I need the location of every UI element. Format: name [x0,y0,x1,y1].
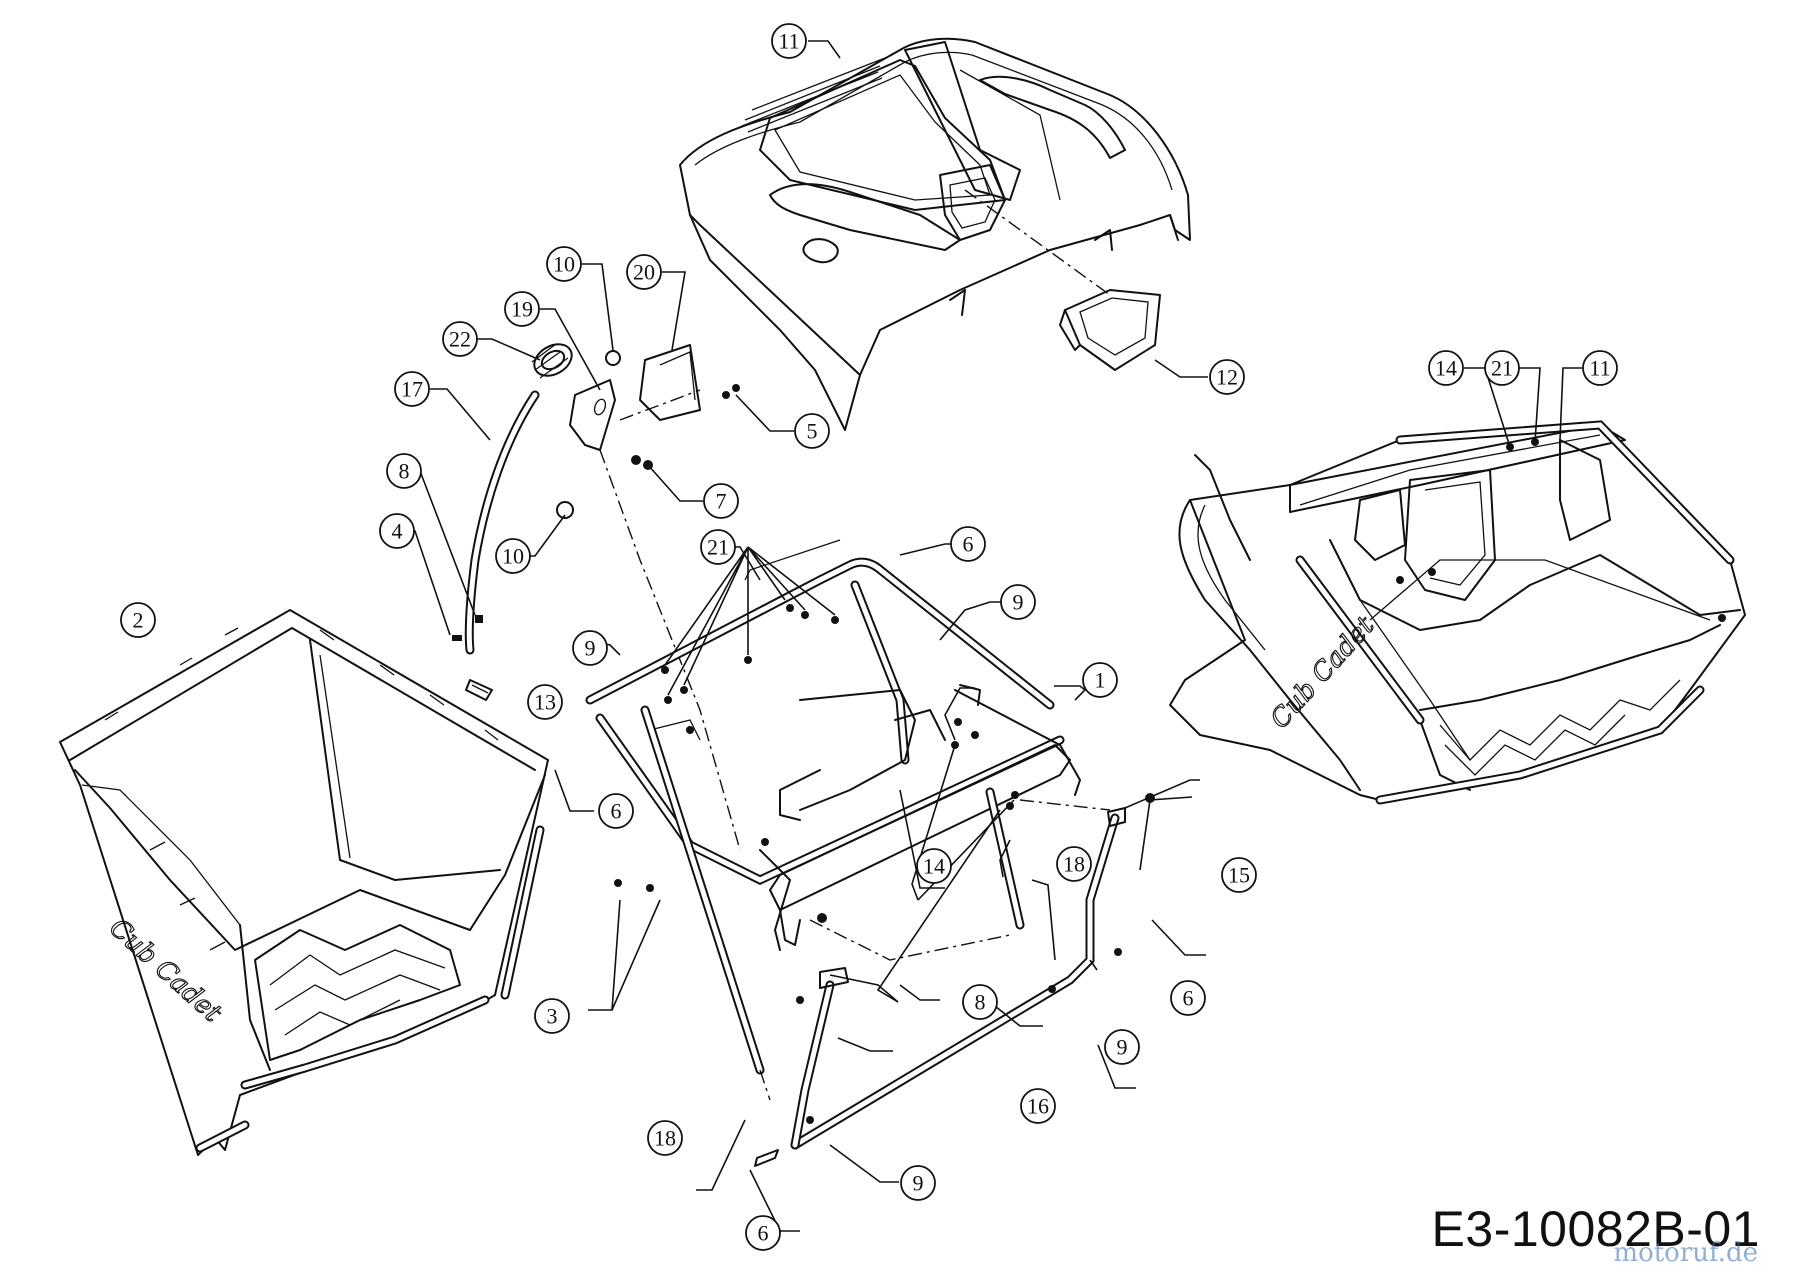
callout-1: 1 [1082,662,1118,698]
bracket-part-19 [569,379,616,451]
part-callouts: 11 12 14 21 11 10 20 19 22 17 8 4 10 5 7… [120,23,1618,1251]
frame-fasteners [614,604,1122,1004]
svg-text:16: 16 [1027,1094,1049,1119]
svg-text:14: 14 [923,854,945,879]
clip-part-10 [556,501,574,519]
cover-plate-part-20 [639,344,701,421]
svg-text:21: 21 [707,535,729,560]
callout-6-right: 6 [1170,980,1206,1016]
callout-14-frame: 14 [916,848,952,884]
callout-6-left: 6 [598,793,634,829]
callout-6-top: 6 [950,526,986,562]
svg-text:17: 17 [401,377,423,402]
callout-21-frame: 21 [700,529,736,565]
callout-18-lower: 18 [647,1120,683,1156]
svg-text:6: 6 [1183,986,1194,1011]
svg-text:9: 9 [913,1171,924,1196]
svg-text:13: 13 [534,690,556,715]
callout-19: 19 [504,291,540,327]
svg-text:3: 3 [547,1004,558,1029]
svg-text:21: 21 [1491,356,1513,381]
svg-text:9: 9 [1013,590,1024,615]
svg-text:8: 8 [399,459,410,484]
svg-text:8: 8 [975,990,986,1015]
svg-text:1: 1 [1095,668,1106,693]
callout-15: 15 [1221,857,1257,893]
brand-mark: Cub Cadet [1265,611,1381,735]
svg-text:5: 5 [807,419,818,444]
callout-8-upper: 8 [386,453,422,489]
svg-text:19: 19 [511,297,533,322]
grass-catcher-top-cover [679,37,1191,431]
watermark: motoruf.de [1613,1238,1758,1268]
callout-9-bottom: 9 [900,1165,936,1201]
callout-21-right: 21 [1484,350,1520,386]
assembled-grass-catcher: Cub Cadet [1169,420,1746,805]
callout-9-left: 9 [572,630,608,666]
brand-mark: Cub Cadet [103,913,227,1029]
svg-text:18: 18 [1063,852,1085,877]
svg-text:9: 9 [1117,1035,1128,1060]
callout-17: 17 [394,371,430,407]
handle-insert-part-12 [1059,289,1161,371]
svg-text:12: 12 [1216,365,1238,390]
callout-2: 2 [120,602,156,638]
svg-text:7: 7 [716,489,727,514]
callout-9-right: 9 [1104,1029,1140,1065]
callout-16: 16 [1020,1088,1056,1124]
svg-text:2: 2 [133,608,144,633]
svg-text:4: 4 [392,519,403,544]
svg-text:14: 14 [1435,356,1457,381]
svg-text:6: 6 [611,799,622,824]
lower-frame-part-16 [754,787,1155,1167]
svg-text:6: 6 [758,1221,769,1246]
callout-10-lower: 10 [495,538,531,574]
callout-10-upper: 10 [546,246,582,282]
svg-text:11: 11 [1589,356,1610,381]
svg-text:11: 11 [778,29,799,54]
callout-22: 22 [442,321,478,357]
callout-11-right: 11 [1582,350,1618,386]
callout-20: 20 [626,254,662,290]
leader-lines [397,40,1582,1232]
bag-frame-part-1 [585,539,1122,1101]
svg-text:9: 9 [585,636,596,661]
callout-13: 13 [527,684,563,720]
callout-14-right: 14 [1428,350,1464,386]
callout-6-bottom: 6 [745,1215,781,1251]
fill-indicator-parts [452,189,1111,851]
grass-bag-part-2: Cub Cadet [59,609,549,1156]
callout-4: 4 [379,513,415,549]
svg-text:10: 10 [502,544,524,569]
svg-text:22: 22 [449,327,471,352]
svg-text:15: 15 [1228,863,1250,888]
callout-11-top: 11 [771,23,807,59]
drawing-code: E3-10082B-01 [1431,1201,1760,1257]
svg-text:20: 20 [633,260,655,285]
callout-12: 12 [1209,359,1245,395]
svg-text:10: 10 [553,252,575,277]
callout-3: 3 [534,998,570,1034]
callout-8-lower: 8 [962,984,998,1020]
clip-part-10 [605,350,621,366]
svg-text:18: 18 [654,1126,676,1151]
callout-7: 7 [703,483,739,519]
svg-text:6: 6 [963,532,974,557]
callout-18-upper: 18 [1056,846,1092,882]
callout-5: 5 [794,413,830,449]
indicator-knob-part-22 [531,343,573,379]
callout-9-top: 9 [1000,584,1036,620]
